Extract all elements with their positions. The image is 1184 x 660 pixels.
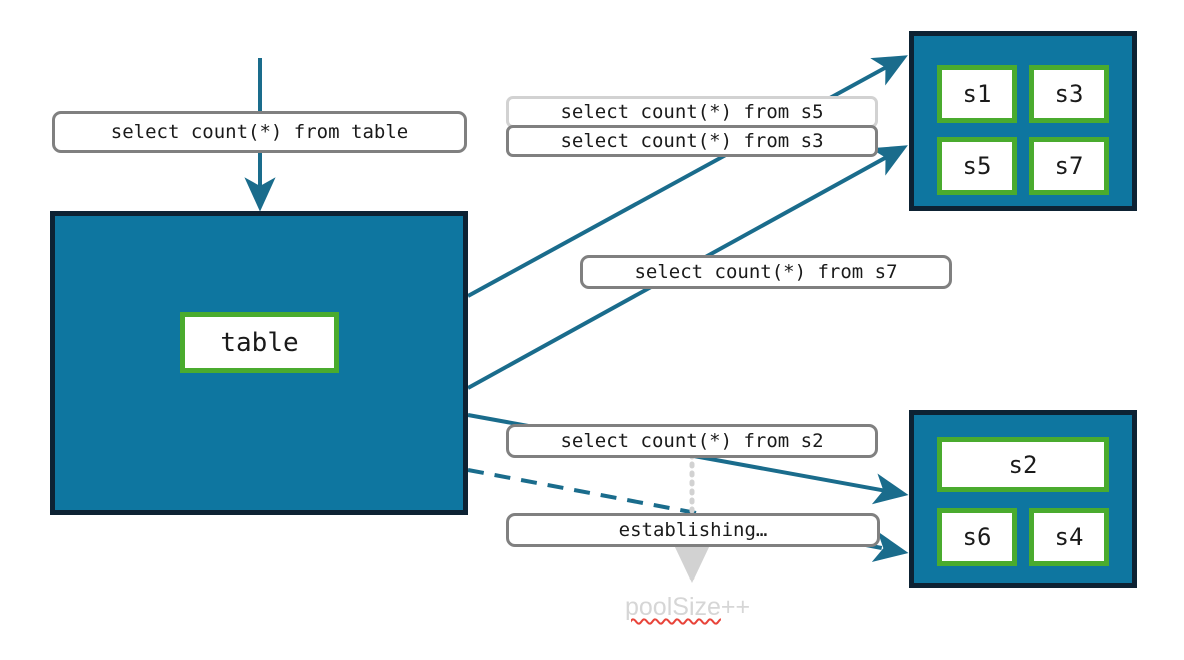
node-table[interactable]: table [180,312,339,373]
node-s4[interactable]: s4 [1029,508,1109,566]
annotation-poolsize: poolSize++ [625,593,750,622]
annotation-poolsize-misspelled: poolSize [625,593,721,621]
node-s1[interactable]: s1 [937,65,1017,123]
node-s2[interactable]: s2 [937,437,1109,492]
node-s5[interactable]: s5 [937,137,1017,195]
label-query-from-table: select count(*) from table [52,111,467,153]
label-query-from-s2: select count(*) from s2 [506,424,878,458]
label-establishing: establishing… [506,513,880,547]
node-s6[interactable]: s6 [937,508,1017,566]
label-query-from-s7: select count(*) from s7 [580,255,952,289]
label-query-from-s3: select count(*) from s3 [506,125,878,157]
node-s7[interactable]: s7 [1029,137,1109,195]
node-s3[interactable]: s3 [1029,65,1109,123]
annotation-poolsize-suffix: ++ [720,593,751,621]
label-query-from-s5: select count(*) from s5 [506,96,878,128]
